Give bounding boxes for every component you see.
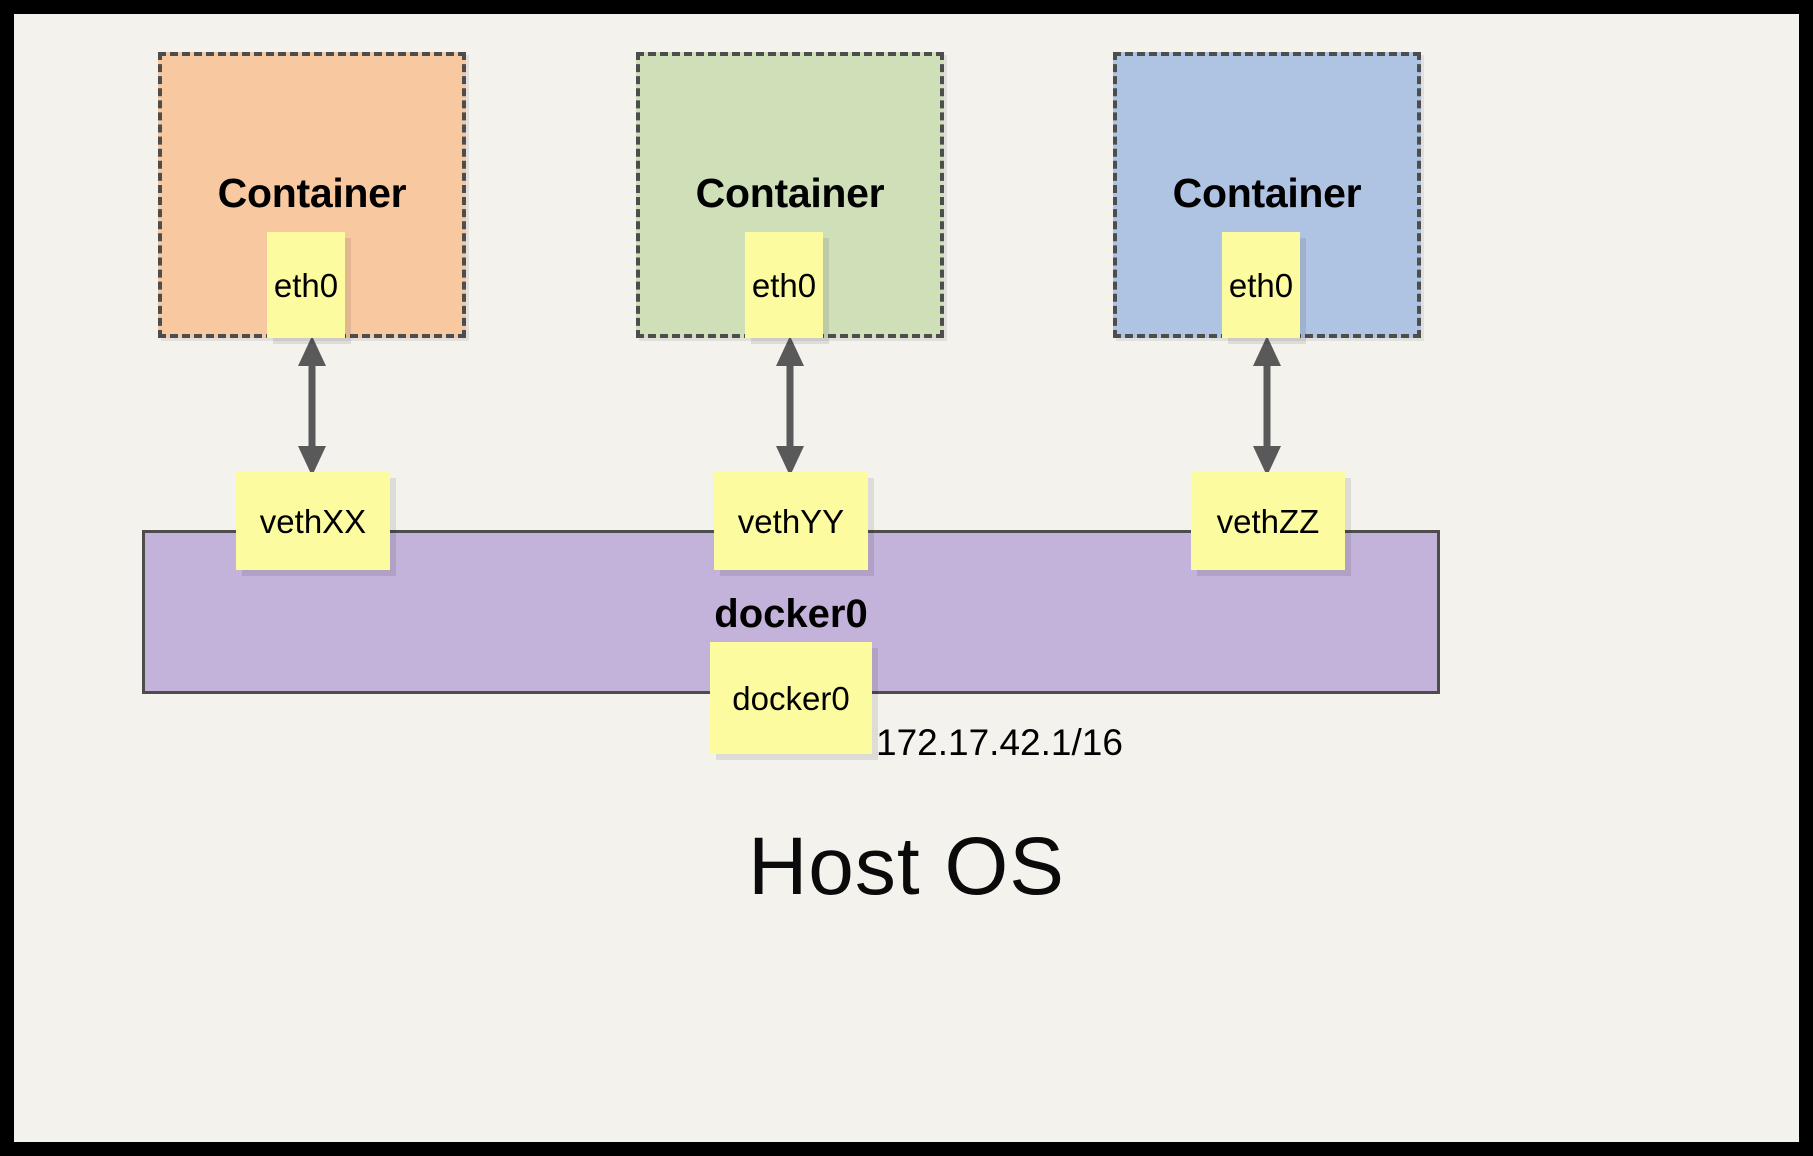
container-title-1: Container	[217, 170, 407, 216]
docker0-interface-box[interactable]: docker0	[710, 642, 872, 754]
diagram-canvas: Container eth0 Container eth0 Container	[14, 14, 1799, 1142]
veth-box-3[interactable]: vethZZ	[1191, 472, 1345, 570]
eth0-box-2[interactable]: eth0	[745, 232, 823, 338]
container-title-3: Container	[1172, 170, 1362, 216]
eth0-box-3[interactable]: eth0	[1222, 232, 1300, 338]
veth-arrow-2	[776, 336, 804, 476]
docker0-bridge-label: docker0	[714, 592, 868, 636]
veth-arrow-3	[1253, 336, 1281, 476]
container-title-2: Container	[695, 170, 885, 216]
docker0-ip-address: 172.17.42.1/16	[876, 722, 1123, 763]
eth0-box-1[interactable]: eth0	[267, 232, 345, 338]
veth-box-2[interactable]: vethYY	[714, 472, 868, 570]
veth-box-1[interactable]: vethXX	[236, 472, 390, 570]
veth-arrow-1	[298, 336, 326, 476]
host-os-label: Host OS	[748, 821, 1065, 912]
